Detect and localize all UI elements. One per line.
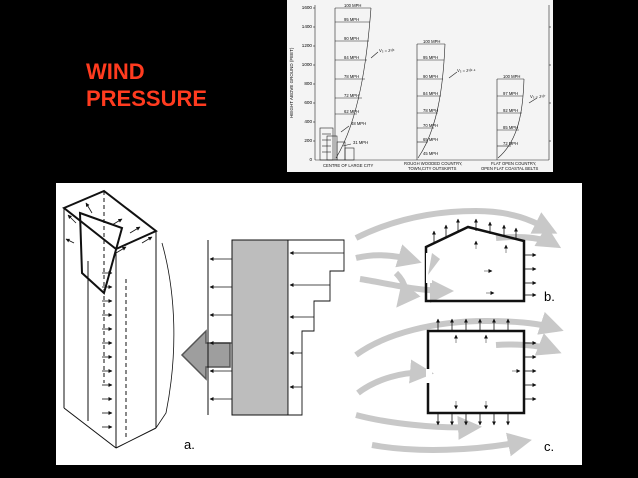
wooded-speed-label: 78 MPH [423, 108, 438, 113]
open-speed-lines [497, 95, 523, 147]
city-speed-label: 95 MPH [344, 17, 359, 22]
label-c: c. [544, 439, 554, 454]
city-speed-label: 90 MPH [344, 36, 359, 41]
profile-open-country [496, 78, 538, 160]
wooded-speed-label: 65 MPH [423, 137, 438, 142]
city-speed-label: 72 MPH [344, 93, 359, 98]
y-tick: 600 [304, 100, 312, 105]
city-speed-label: 62 MPH [344, 109, 359, 114]
flow-lines-b [354, 207, 562, 308]
profile-wooded [416, 43, 458, 160]
open-speed-label: 97 MPH [503, 91, 518, 96]
wind-profile-svg: HEIGHT ABOVE GROUND (FEET) 1600 1400 120… [289, 3, 551, 171]
y-axis-ticks: 1600 1400 1200 1000 800 600 400 200 0 [302, 5, 313, 162]
y-tick: 1200 [302, 43, 313, 48]
pressure-diagram-svg: a. b. [62, 189, 564, 457]
y-tick: 400 [304, 119, 312, 124]
building-arrows [65, 202, 153, 429]
open-caption-line1: FLAT OPEN COUNTRY, [491, 161, 536, 166]
wooded-caption-line1: ROUGH WOODED COUNTRY, [404, 161, 462, 166]
flow-lines-c [354, 311, 564, 457]
wooded-speed-lines [417, 59, 444, 143]
open-speed-label: 100 MPH [503, 74, 520, 79]
open-caption-line2: OPEN FLAT COASTAL BELTS [481, 166, 538, 171]
label-b: b. [544, 289, 555, 304]
wooded-speed-label: 100 MPH [423, 39, 440, 44]
wooded-speed-label: 90 MPH [423, 74, 438, 79]
city-speed-lines [335, 21, 370, 115]
city-buildings-icon [319, 127, 355, 161]
wooded-speed-label: 70 MPH [423, 123, 438, 128]
city-speed-label: 78 MPH [344, 74, 359, 79]
y-tick: 800 [304, 81, 312, 86]
y-tick: 0 [309, 157, 312, 162]
y-tick: 1400 [302, 24, 313, 29]
city-speed-label: 48 MPH [351, 121, 366, 126]
building-c [426, 318, 537, 426]
wooded-formula: V₃ = z¹/²·⁵ [457, 68, 476, 73]
block-arrow-icon [180, 329, 231, 381]
y-axis-label: HEIGHT ABOVE GROUND (FEET) [289, 47, 294, 118]
open-speed-label: 92 MPH [503, 108, 518, 113]
wooded-speed-label: 45 MPH [423, 151, 438, 156]
city-speed-label: 100 MPH [344, 3, 361, 8]
city-formula: V₃ = z¹/³ [379, 48, 395, 53]
slide-title: WIND PRESSURE [86, 58, 207, 112]
title-line-pressure: PRESSURE [86, 86, 208, 111]
city-speed-label: 84 MPH [344, 55, 359, 60]
open-formula: V₃ = z¹/⁷ [530, 94, 546, 99]
tick-marks [313, 7, 551, 142]
profile-city [319, 7, 379, 161]
title-line-wind: WIND [86, 59, 145, 84]
city-speed-label: 31 MPH [353, 140, 368, 145]
y-tick: 1000 [302, 62, 313, 67]
label-a: a. [184, 437, 195, 452]
building-b [424, 218, 537, 303]
wooded-speed-label: 95 MPH [423, 55, 438, 60]
city-caption: CENTRE OF LARGE CITY [323, 163, 373, 168]
open-speed-label: 72 MPH [503, 141, 518, 146]
wooded-caption-line2: TOWN,CITY OUTSKIRTS [408, 166, 457, 171]
pressure-diagram-panel: a. b. [56, 183, 582, 465]
building-isometric [62, 189, 175, 449]
wind-profile-chart: HEIGHT ABOVE GROUND (FEET) 1600 1400 120… [287, 0, 553, 172]
y-tick: 200 [304, 138, 312, 143]
wooded-speed-label: 84 MPH [423, 91, 438, 96]
open-speed-label: 85 MPH [503, 125, 518, 130]
y-tick: 1600 [302, 5, 313, 10]
pressure-distribution [207, 239, 345, 416]
